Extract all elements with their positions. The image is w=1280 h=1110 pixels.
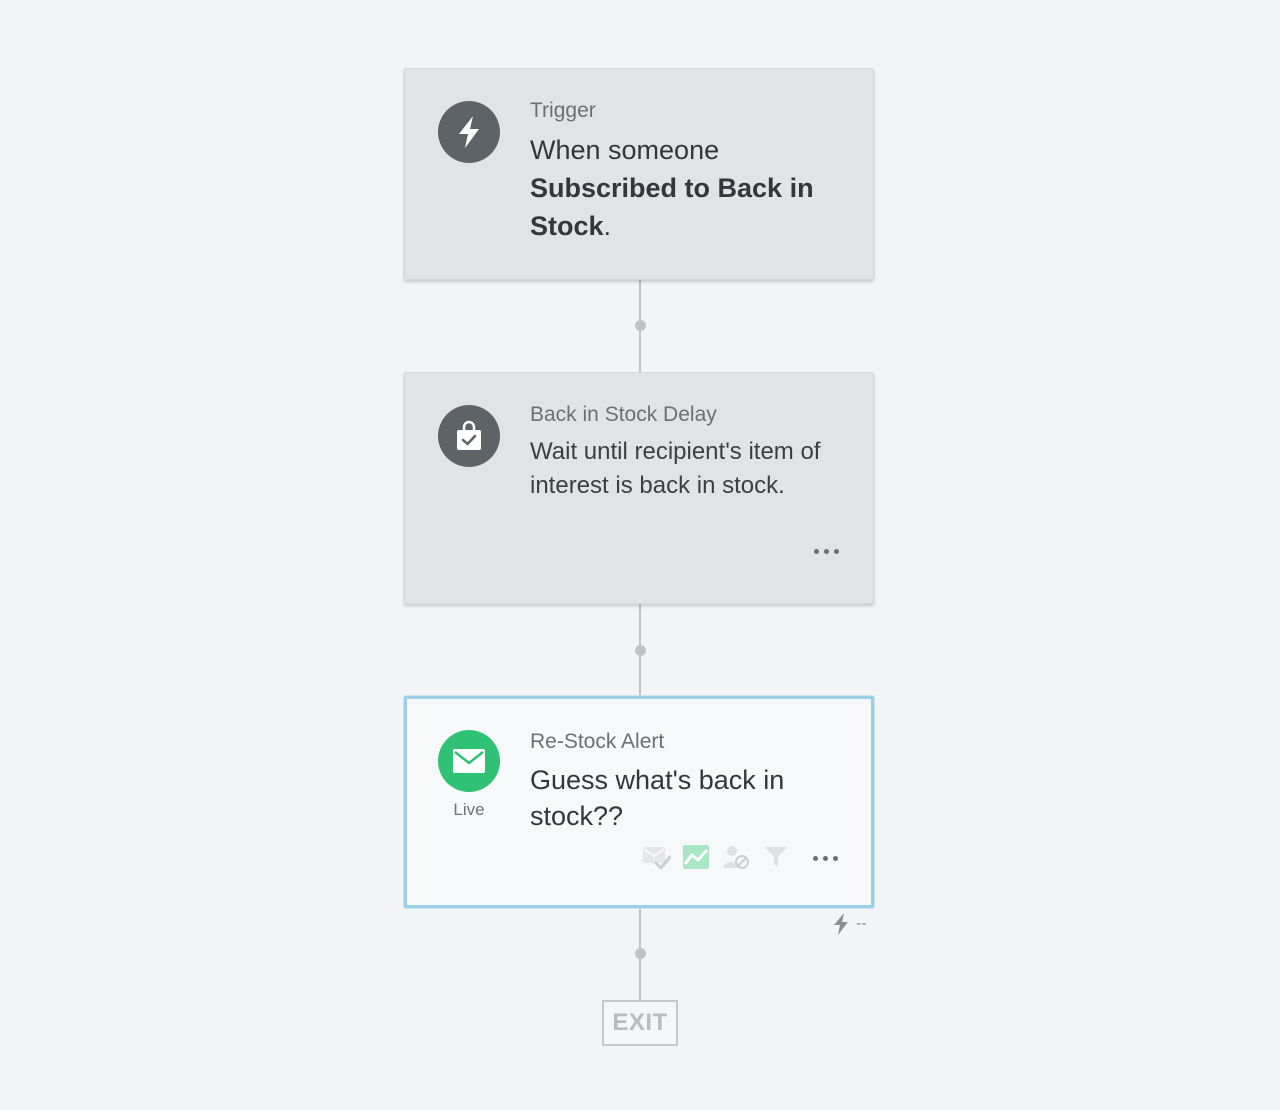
lightning-bolt-icon	[438, 101, 500, 163]
exit-node: EXIT	[602, 1000, 678, 1046]
add-step-node[interactable]	[634, 320, 646, 331]
trigger-stat: --	[832, 912, 867, 936]
add-step-node[interactable]	[634, 645, 646, 656]
more-options-icon[interactable]	[814, 549, 839, 554]
email-kicker: Re-Stock Alert	[530, 730, 665, 753]
analytics-icon[interactable]	[681, 843, 711, 871]
status-badge: Live	[453, 800, 485, 819]
trigger-title-suffix: .	[603, 211, 612, 241]
envelope-icon	[438, 730, 500, 792]
email-card[interactable]: Live Re-Stock Alert Guess what's back in…	[404, 696, 874, 908]
email-verified-icon[interactable]	[641, 843, 671, 871]
filter-icon[interactable]	[761, 843, 791, 871]
email-toolbar	[641, 843, 791, 871]
trigger-title: When someone Subscribed to Back in Stock…	[530, 131, 853, 245]
trigger-stat-value: --	[856, 915, 867, 932]
more-options-icon[interactable]	[813, 856, 838, 861]
delay-card[interactable]: Back in Stock Delay Wait until recipient…	[404, 372, 874, 604]
email-subject: Guess what's back in stock??	[530, 765, 785, 831]
trigger-kicker: Trigger	[530, 99, 596, 122]
trigger-card[interactable]: Trigger When someone Subscribed to Back …	[404, 68, 874, 280]
add-step-node[interactable]	[634, 948, 646, 959]
delay-description: Wait until recipient's item of interest …	[530, 438, 821, 499]
trigger-title-prefix: When someone	[530, 135, 720, 165]
delay-kicker: Back in Stock Delay	[530, 403, 717, 426]
shopping-bag-check-icon	[438, 405, 500, 467]
trigger-metric[interactable]: Subscribed to Back in Stock	[530, 173, 814, 241]
user-blocked-icon[interactable]	[721, 843, 751, 871]
lightning-bolt-icon	[834, 913, 848, 935]
